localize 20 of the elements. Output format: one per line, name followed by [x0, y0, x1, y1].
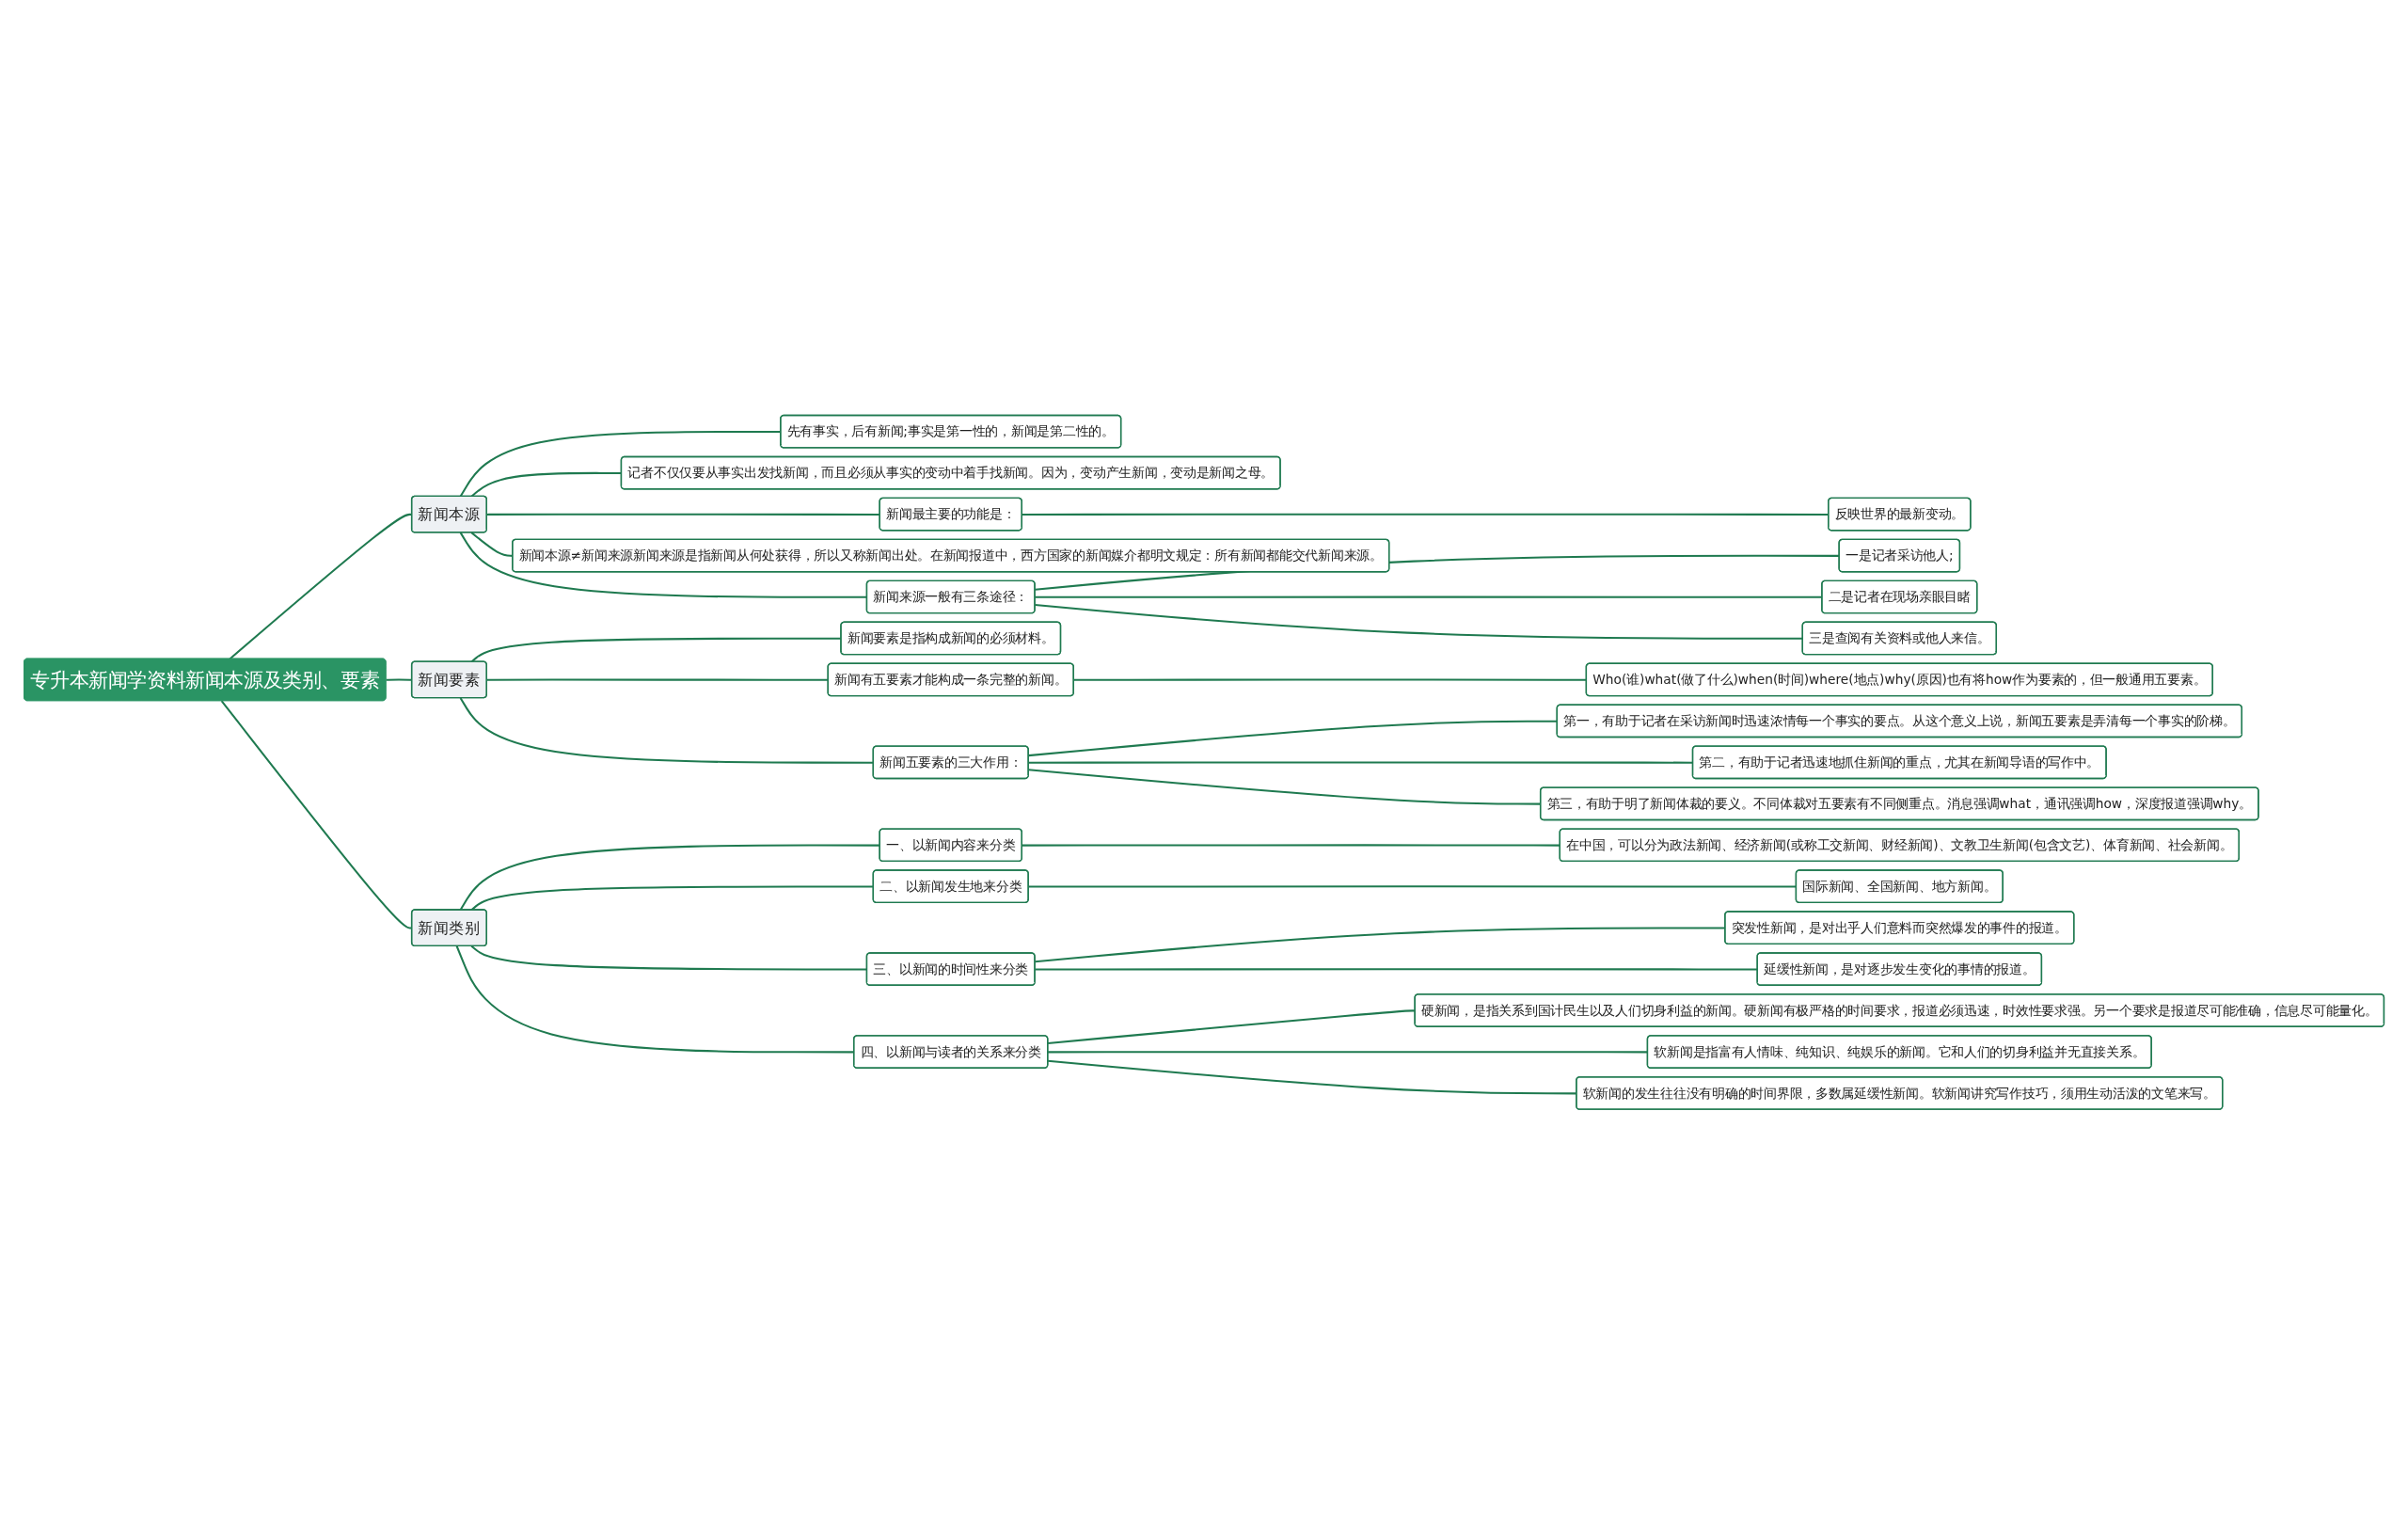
connector — [229, 513, 412, 659]
connector — [1028, 768, 1541, 805]
connector — [1022, 844, 1560, 847]
connector — [386, 678, 412, 681]
connector — [1028, 720, 1558, 756]
connector — [1028, 884, 1797, 888]
connector — [1035, 603, 1803, 640]
connector — [470, 471, 622, 498]
connector — [470, 945, 867, 971]
connector — [1073, 678, 1587, 681]
connector — [1035, 967, 1758, 971]
connector — [1028, 761, 1693, 764]
connector — [459, 532, 867, 598]
connector — [459, 697, 874, 764]
connector — [486, 513, 880, 516]
connector — [470, 885, 874, 911]
connector — [1048, 1050, 1648, 1054]
connector — [1048, 1009, 1416, 1044]
connector — [486, 678, 829, 681]
connector — [459, 844, 880, 911]
